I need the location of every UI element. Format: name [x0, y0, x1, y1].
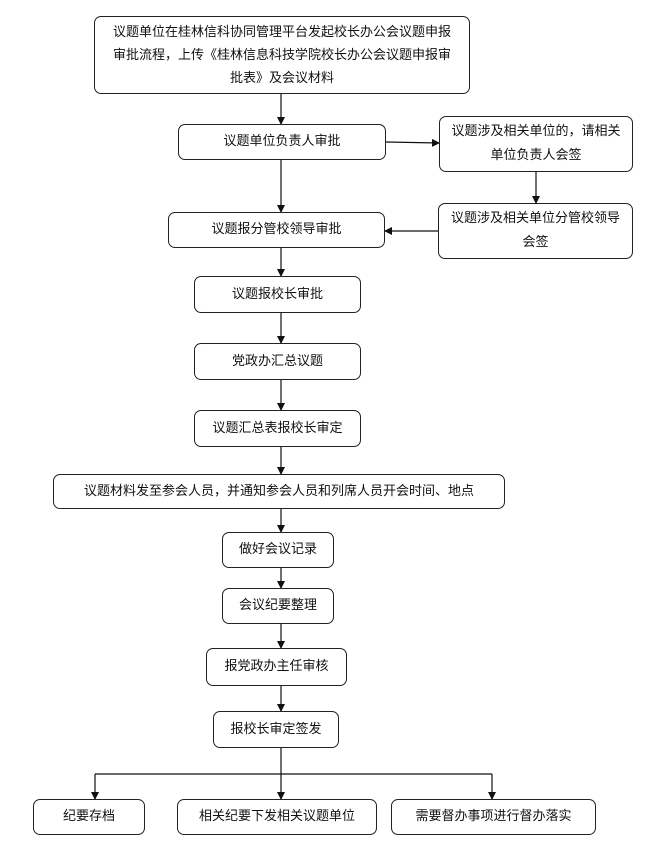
node-start: 议题单位在桂林信科协同管理平台发起校长办公会议题申报审批流程，上传《桂林信息科技… — [94, 16, 470, 94]
arrow-dept-head-to-related-sign — [385, 138, 440, 147]
node-related-leader-sign: 议题涉及相关单位分管校领导会签 — [438, 203, 633, 259]
node-president-sign: 报校长审定签发 — [213, 711, 339, 748]
node-distribute: 相关纪要下发相关议题单位 — [177, 799, 377, 835]
node-minutes: 会议纪要整理 — [222, 588, 334, 624]
node-related-sign: 议题涉及相关单位的，请相关单位负责人会签 — [439, 116, 633, 172]
node-record: 做好会议记录 — [222, 532, 334, 568]
node-archive: 纪要存档 — [33, 799, 145, 835]
node-notify: 议题材料发至参会人员，并通知参会人员和列席人员开会时间、地点 — [53, 474, 505, 509]
node-director-review: 报党政办主任审核 — [206, 648, 347, 686]
node-vice-leader: 议题报分管校领导审批 — [168, 212, 385, 248]
node-dept-head: 议题单位负责人审批 — [178, 124, 386, 160]
node-supervise: 需要督办事项进行督办落实 — [391, 799, 596, 835]
node-president: 议题报校长审批 — [194, 276, 361, 313]
node-summary-review: 议题汇总表报校长审定 — [194, 410, 361, 447]
node-summary: 党政办汇总议题 — [194, 343, 361, 380]
